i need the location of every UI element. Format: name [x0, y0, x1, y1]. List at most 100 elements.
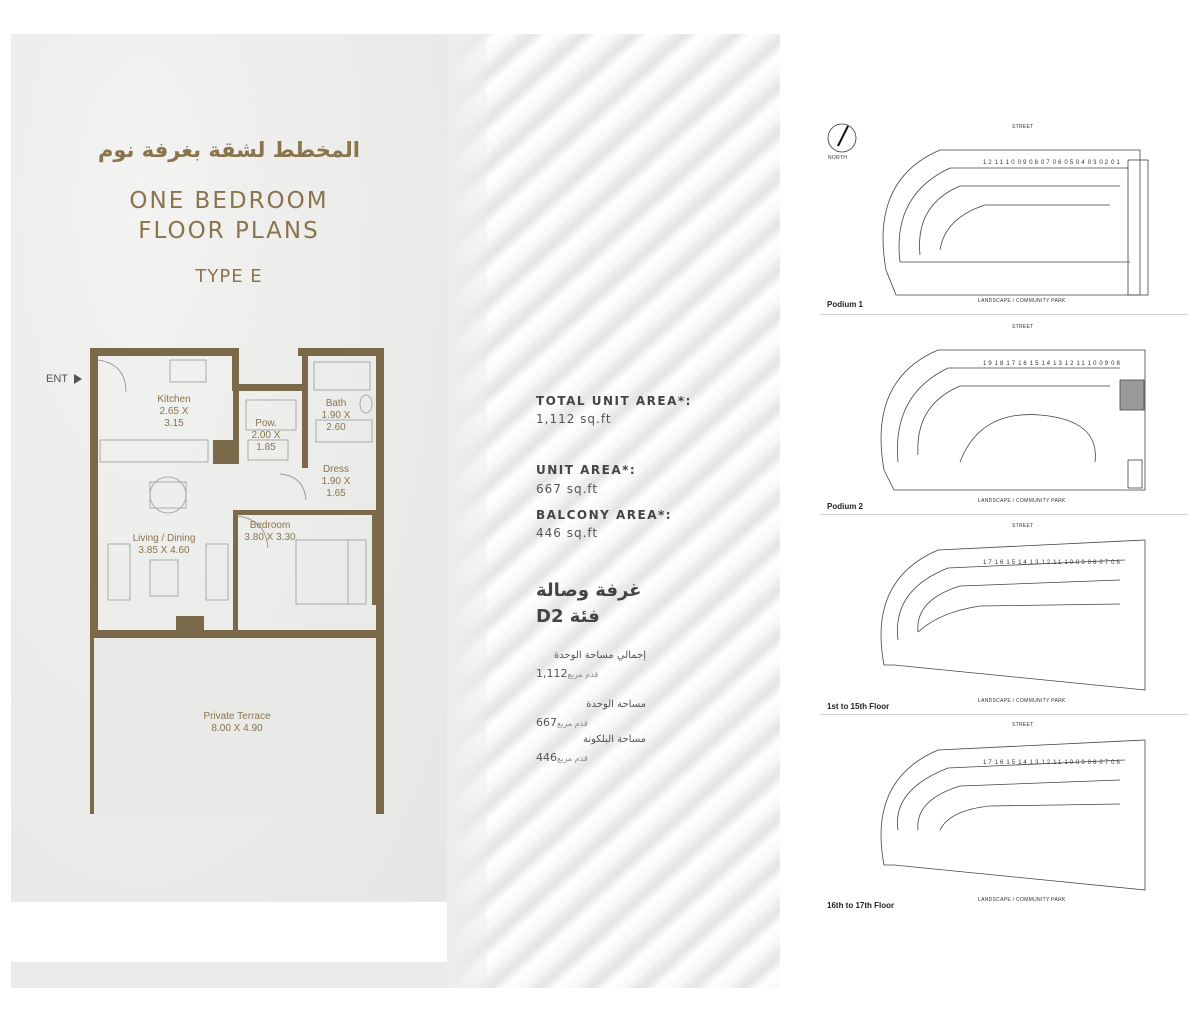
unit-number: 08 — [1029, 160, 1040, 166]
street-label: STREET — [1012, 324, 1034, 330]
unit-number: 09 — [1076, 760, 1087, 766]
sqft-unit: قدم مربع — [557, 754, 588, 763]
street-label: STREET — [1012, 124, 1034, 130]
unit-numbers-podium-1: 121110090807060504030201 — [983, 160, 1123, 166]
room-size: 1.90 X — [321, 410, 351, 421]
unit-number: 07 — [1040, 160, 1052, 166]
unit-number: 07 — [1099, 560, 1111, 566]
divider — [820, 714, 1188, 715]
unit-number: 16 — [1018, 361, 1029, 367]
type-label: TYPE E — [195, 266, 263, 287]
unit-number: 10 — [1064, 760, 1076, 766]
unit-number: 16 — [994, 760, 1006, 766]
unit-number: 02 — [1099, 160, 1111, 166]
unit-number: 17 — [983, 560, 994, 566]
balcony-area-value: 446 sq.ft — [536, 526, 599, 540]
striped-panel-shade — [447, 34, 487, 988]
arabic-type-line-1: غرفة وصالة — [536, 580, 642, 601]
plan-label-podium-2: Podium 2 — [827, 502, 864, 511]
room-size: 3.15 — [164, 418, 184, 429]
unit-number: 09 — [1099, 361, 1111, 367]
room-name: Private Terrace — [203, 711, 271, 722]
room-name: Dress — [322, 464, 350, 475]
balcony-area-label: BALCONY AREA*: — [536, 508, 673, 522]
street-label: STREET — [1012, 523, 1034, 529]
unit-number: 08 — [1087, 760, 1099, 766]
unit-area-value: 667 sq.ft — [536, 482, 599, 496]
unit-number: 18 — [994, 361, 1006, 367]
plan-label-floor-16-17: 16th to 17th Floor — [827, 901, 895, 910]
room-name: Bedroom — [249, 520, 291, 531]
north-label: NORTH — [828, 155, 848, 161]
street-label: STREET — [1012, 722, 1034, 728]
unit-numbers-floor-1-15: 171615141312111009080706 — [983, 560, 1123, 566]
unit-number: 12 — [1041, 560, 1053, 566]
unit-number: 05 — [1064, 160, 1076, 166]
unit-number: 04 — [1076, 160, 1087, 166]
plan-label-floor-1-15: 1st to 15th Floor — [827, 702, 890, 711]
room-size: 8.00 X 4.90 — [211, 723, 263, 734]
arabic-unit-value: 667 — [536, 716, 557, 729]
room-size: 2.60 — [326, 422, 346, 433]
dress-label: Dress 1.90 X 1.65 — [314, 464, 358, 500]
unit-number: 11 — [1053, 560, 1064, 566]
unit-number: 13 — [1053, 361, 1064, 367]
entrance-label: ENT — [46, 373, 68, 385]
unit-number: 16 — [994, 560, 1006, 566]
arabic-unit-row: قدم مربع667 — [536, 716, 594, 729]
page-title: ONE BEDROOM FLOOR PLANS — [11, 186, 447, 246]
unit-number: 08 — [1087, 560, 1099, 566]
room-size: 3.85 X 4.60 — [138, 545, 190, 556]
unit-number: 07 — [1099, 760, 1111, 766]
arabic-total-value: 1,112 — [536, 667, 568, 680]
landscape-label: LANDSCAPE / COMMUNITY PARK — [978, 698, 1066, 704]
unit-number: 14 — [1018, 760, 1029, 766]
unit-number: 06 — [1111, 760, 1122, 766]
room-name: Bath — [325, 398, 347, 409]
unit-number: 19 — [983, 361, 994, 367]
arabic-title: المخطط لشقة بغرفة نوم — [97, 138, 360, 162]
room-size: 1.65 — [326, 488, 346, 499]
unit-number: 17 — [983, 760, 994, 766]
unit-number: 10 — [1005, 160, 1017, 166]
terrace-label: Private Terrace 8.00 X 4.90 — [194, 711, 280, 735]
landscape-label: LANDSCAPE / COMMUNITY PARK — [978, 498, 1066, 504]
bath-label: Bath 1.90 X 2.60 — [314, 398, 358, 434]
room-size: 1.90 X — [321, 476, 351, 487]
unit-number: 15 — [1029, 361, 1041, 367]
unit-area-label: UNIT AREA*: — [536, 463, 637, 477]
sqft-unit: قدم مربع — [557, 719, 588, 728]
unit-number: 03 — [1087, 160, 1099, 166]
room-name: Kitchen — [157, 394, 191, 405]
unit-number: 10 — [1087, 361, 1099, 367]
unit-number: 13 — [1029, 560, 1041, 566]
living-label: Living / Dining 3.85 X 4.60 — [124, 533, 204, 557]
title-line-1: ONE BEDROOM — [129, 188, 329, 214]
divider — [820, 314, 1188, 315]
unit-number: 17 — [1006, 361, 1018, 367]
unit-number: 01 — [1111, 160, 1122, 166]
unit-number: 12 — [1064, 361, 1076, 367]
striped-panel — [447, 34, 780, 988]
total-area-value: 1,112 sq.ft — [536, 412, 612, 426]
landscape-label: LANDSCAPE / COMMUNITY PARK — [978, 897, 1066, 903]
plan-label-podium-1: Podium 1 — [827, 300, 864, 309]
bedroom-label: Bedroom 3.80 X 3.30 — [236, 520, 304, 544]
unit-number: 09 — [1017, 160, 1029, 166]
arabic-type-line-2: فئة D2 — [536, 606, 600, 627]
unit-number: 14 — [1018, 560, 1029, 566]
arabic-total-row: قدم مربع1,112 — [536, 667, 604, 680]
arabic-unit-label: مساحة الوحدة — [586, 699, 646, 710]
unit-number: 11 — [1053, 760, 1064, 766]
unit-number: 08 — [1111, 361, 1122, 367]
room-size: 3.80 X 3.30 — [244, 532, 296, 543]
kitchen-label: Kitchen 2.65 X 3.15 — [148, 394, 200, 430]
total-area-label: TOTAL UNIT AREA*: — [536, 394, 692, 408]
unit-number: 11 — [994, 160, 1005, 166]
arabic-balcony-row: قدم مربع446 — [536, 751, 594, 764]
arabic-balcony-value: 446 — [536, 751, 557, 764]
unit-number: 09 — [1076, 560, 1087, 566]
north-arrow-icon — [827, 123, 857, 153]
